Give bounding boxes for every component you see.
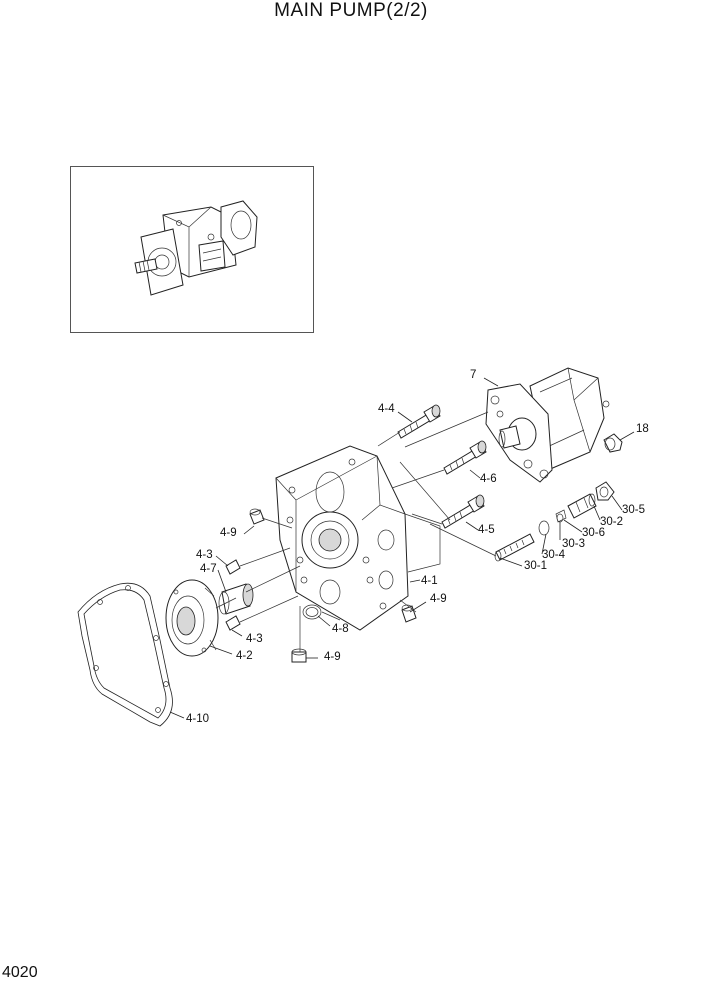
callout-4-1: 4-1 bbox=[421, 575, 438, 587]
plug-18 bbox=[603, 433, 623, 453]
bolt-4-4 bbox=[397, 404, 441, 439]
page-title: MAIN PUMP(2/2) bbox=[274, 0, 428, 21]
callout-4-9-upper: 4-9 bbox=[220, 527, 237, 539]
callout-4-9-right: 4-9 bbox=[430, 593, 447, 605]
bolt-4-6 bbox=[443, 440, 487, 475]
assembly-lines bbox=[215, 411, 497, 652]
callout-4-10: 4-10 bbox=[186, 713, 210, 725]
callout-30-6: 30-6 bbox=[582, 527, 606, 539]
cover-plate-4-2 bbox=[165, 579, 219, 657]
bushing-4-7 bbox=[218, 583, 254, 615]
callout-4-6: 4-6 bbox=[480, 473, 497, 485]
callout-4-7: 4-7 bbox=[200, 563, 217, 575]
callout-4-2: 4-2 bbox=[236, 650, 253, 662]
gear-pump-7 bbox=[485, 367, 610, 483]
pin-4-3-a bbox=[225, 559, 241, 575]
gasket-4-10 bbox=[77, 582, 173, 727]
callout-7: 7 bbox=[470, 369, 477, 381]
bolt-4-5 bbox=[441, 494, 485, 529]
callout-30-4: 30-4 bbox=[542, 549, 566, 561]
callout-30-1: 30-1 bbox=[524, 560, 548, 572]
overview-inset bbox=[70, 166, 314, 333]
page-number: 4020 bbox=[2, 964, 38, 981]
callout-4-3-upper: 4-3 bbox=[196, 549, 213, 561]
pin-4-3-b bbox=[225, 615, 241, 631]
pin-4-9-a bbox=[249, 508, 265, 525]
callout-4-5: 4-5 bbox=[478, 524, 495, 536]
housing-4-1 bbox=[275, 445, 441, 631]
callout-4-9-lower: 4-9 bbox=[324, 651, 341, 663]
pin-4-9-c bbox=[291, 648, 307, 663]
pin-4-9-b bbox=[401, 604, 417, 623]
callout-30-3: 30-3 bbox=[562, 538, 586, 550]
sleeve-30-2 bbox=[567, 493, 597, 519]
nut-30-5 bbox=[595, 481, 615, 501]
spool-30-6 bbox=[555, 509, 567, 523]
callout-4-3-lower: 4-3 bbox=[246, 633, 263, 645]
callout-4-4: 4-4 bbox=[378, 403, 395, 415]
callout-30-2: 30-2 bbox=[600, 516, 624, 528]
valve-30-1 bbox=[494, 533, 535, 562]
callout-18: 18 bbox=[636, 423, 649, 435]
o-ring-4-8 bbox=[302, 604, 322, 620]
o-ring-30-4 bbox=[538, 520, 550, 536]
leader-lines bbox=[169, 377, 635, 719]
callout-30-5: 30-5 bbox=[622, 504, 646, 516]
pump-assembly-overview bbox=[134, 200, 258, 296]
callout-4-8: 4-8 bbox=[332, 623, 349, 635]
